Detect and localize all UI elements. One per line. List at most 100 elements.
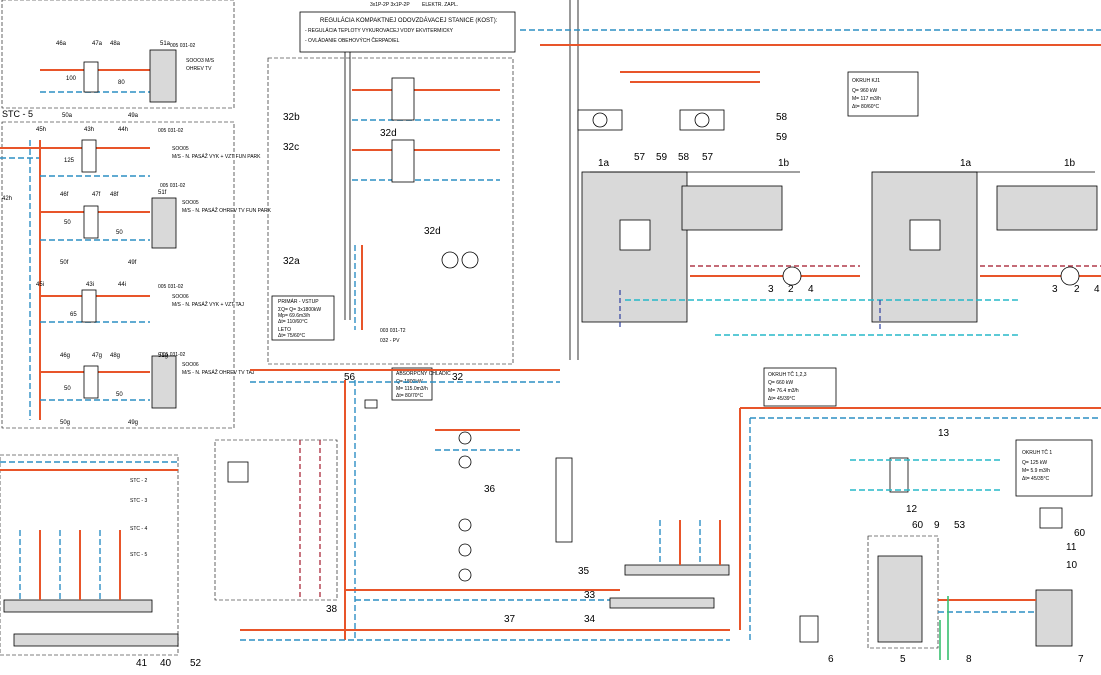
okruh-tc1-title: OKRUH TČ 1 (1022, 449, 1052, 456)
unit-row-3: 45i 43i 44i 65 SOO06 M/S - N. PASÁŽ VYK … (36, 282, 245, 323)
unit-line: 005 031-02 (160, 352, 186, 358)
tag-4b: 4 (1094, 284, 1100, 295)
okruh-kj-line: Δt= 80/60°C (852, 104, 880, 110)
okruh-tc123-line: M= 76.4 m3/h (768, 388, 799, 394)
tag-13: 13 (938, 428, 950, 439)
top-ids: 3x1P-2P 3x1P-2P (370, 2, 410, 8)
unit-row-1: 45h 43h 44h 42h 125 SOO05 M/S - N. PASÁŽ… (2, 127, 261, 202)
unit-row-2: 46f 47f 48f 51f 49f 50f 50 50 SOO05 M/S … (40, 183, 272, 266)
unit-tag-b: 47a (92, 41, 103, 47)
unit-tag-c: 44i (118, 282, 126, 288)
regulation-line: - OVLÁDANIE OBEHOVÝCH ČERPADIEL (305, 37, 400, 44)
tag-36: 36 (484, 484, 496, 495)
unit-name: SOO06 (172, 294, 189, 300)
tag-5: 5 (900, 654, 906, 665)
tag-11: 11 (1066, 542, 1077, 553)
unit-row-4: 46g 47g 48g 51g 49g 50g 50 50 SOO06 M/S … (40, 352, 255, 426)
section-title: STC - 5 (2, 109, 33, 119)
line-label: 003 031-T2 (380, 328, 406, 334)
unit-tag-b: 43i (86, 282, 94, 288)
unit-tag-d: 51g (158, 353, 168, 359)
unit-extra: 50 (116, 230, 123, 236)
unit-flow: 50 (64, 386, 71, 392)
unit-name: SOOO3 M/S (186, 58, 215, 64)
tag-58: 58 (678, 152, 690, 163)
tag-40: 40 (160, 658, 172, 669)
unit-desc: M/S - N. PASÁŽ OHREV TV FUN PARK (182, 206, 272, 214)
okruh-tc1-line: M= 5.9 m3/h (1022, 468, 1050, 474)
unit-flow: 50 (64, 220, 71, 226)
tag-32c: 32c (283, 142, 299, 153)
unit-name: SOO06 (182, 362, 199, 368)
unit-tag-a: 46g (60, 353, 70, 359)
regulation-line: - REGULÁCIA TEPLOTY VYKUROVACEJ VODY EKV… (305, 27, 454, 34)
okruh-tc1-line: Q= 125 kW (1022, 460, 1047, 466)
unit-tag-b: 47g (92, 353, 102, 359)
kost-module: 32b 32c 32d 32a 32d 32 PRIMÁR - VSTUP ΣQ… (267, 52, 514, 383)
okruh-kj-line: M= 117 m3/h (852, 96, 881, 102)
unit-tag-e: 49g (128, 420, 138, 426)
unit-line: 005 031-02 (158, 284, 184, 290)
unit-tag-a: 45h (36, 127, 46, 133)
primary-line: Mp= 69.6m3/h (278, 313, 310, 319)
okruh-tc123-title: OKRUH TČ 1,2,3 (768, 371, 807, 378)
tag-2b: 2 (1074, 284, 1080, 295)
right-lower: OKRUH TČ 1,2,3 Q= 660 kW M= 76.4 m3/h Δt… (739, 367, 1101, 665)
tag-1a-b: 1a (960, 158, 972, 169)
absorb-title: ABSORPČNÝ CHLADIČ (396, 370, 451, 377)
tag-4: 4 (808, 284, 814, 295)
tag-3b: 3 (1052, 284, 1058, 295)
primary-title: PRIMÁR - VSTUP (278, 298, 319, 305)
tag-56: 56 (344, 372, 356, 383)
tag-58b: 58 (776, 112, 788, 123)
tag-37: 37 (504, 614, 516, 625)
tag-60: 60 (912, 520, 924, 531)
okruh-tc1-line: Δt= 45/35°C (1022, 476, 1050, 482)
tag-57: 57 (634, 152, 646, 163)
unit-tag-c: 48g (110, 353, 120, 359)
tag-10: 10 (1066, 560, 1078, 571)
okruh-tc123-line: Q= 660 kW (768, 380, 793, 386)
unit-tag-a: 46f (60, 192, 69, 198)
stc-block: STC - 2 STC - 3 STC - 4 STC - 5 (130, 478, 147, 558)
regulation-title: REGULÁCIA KOMPAKTNEJ ODOVZDÁVACEJ STANIC… (320, 17, 498, 24)
okruh-kj-line: Q= 960 kW (852, 88, 877, 94)
tag-32b: 32b (283, 112, 300, 123)
unit-tag-d: 51f (158, 190, 167, 196)
okruh-tc123-line: Δt= 45/39°C (768, 396, 796, 402)
primary-line: Δt= 110/60°C (278, 319, 308, 325)
unit-extra: 80 (118, 80, 125, 86)
tag-7: 7 (1078, 654, 1084, 665)
tag-34: 34 (584, 614, 596, 625)
unit-tag-d: 51a (160, 41, 171, 47)
unit-extra: 50 (116, 392, 123, 398)
tag-12: 12 (906, 504, 918, 515)
tag-1a: 1a (598, 158, 610, 169)
tag-38: 38 (326, 604, 338, 615)
unit-line: 005 031-02 (158, 128, 184, 134)
tag-59: 59 (656, 152, 668, 163)
unit-flow: 125 (64, 158, 75, 164)
primary-line: LETO (278, 327, 291, 333)
line-label: 032 - PV (380, 338, 400, 344)
tag-9: 9 (934, 520, 940, 531)
central-distribution: 36 38 35 33 34 37 (214, 369, 730, 641)
right-area: 57 59 58 57 58 59 OKRUH KJ1 Q= 960 kW M=… (520, 0, 1101, 360)
stc-label: STC - 3 (130, 498, 147, 504)
tag-1b: 1b (778, 158, 790, 169)
stc-label: STC - 5 (130, 552, 147, 558)
unit-desc: OHREV TV (186, 66, 212, 72)
unit-line: 005 031-02 (170, 43, 196, 49)
tag-8: 8 (966, 654, 972, 665)
left-panel: STC - 5 46a 47a 48a 51a 49a 50a 100 80 S… (0, 0, 272, 669)
unit-tag-f: 50f (60, 260, 69, 266)
primary-line: ΣQ= Q= 3x1800kW (278, 307, 321, 313)
tag-35: 35 (578, 566, 590, 577)
unit-flow: 100 (66, 76, 77, 82)
unit-name: SOO05 (182, 200, 199, 206)
absorb-line: Δt= 80/70°C (396, 393, 424, 399)
unit-tag-a: 45i (36, 282, 44, 288)
primary-line: Δt= 75/60°C (278, 333, 306, 339)
tag-6: 6 (828, 654, 834, 665)
unit-tag-c: 48a (110, 41, 121, 47)
